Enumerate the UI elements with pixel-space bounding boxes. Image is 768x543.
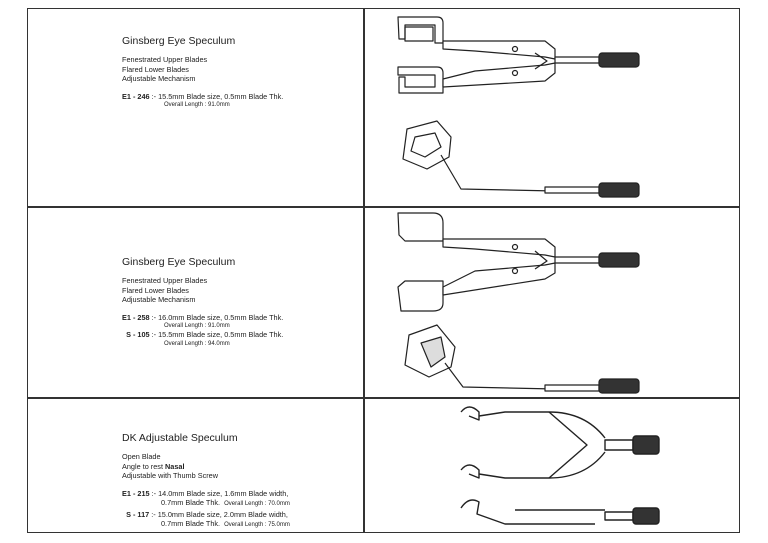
- side-view-window: [411, 133, 441, 157]
- product-panel-1: Ginsberg Eye Speculum Fenestrated Upper …: [28, 9, 363, 206]
- overall-length: Overall Length : 75.0mm: [224, 522, 290, 528]
- lower-arm: [443, 263, 555, 295]
- product-code: S - 105: [126, 330, 150, 339]
- spec-line: 0.7mm Blade Thk. Overall Length : 70.0mm: [122, 498, 290, 510]
- spec-line: S - 117 :- 15.0mm Blade size, 2.0mm Blad…: [122, 510, 290, 520]
- lower-blade-shape: [398, 281, 443, 311]
- thumb-screw-knob: [599, 379, 639, 393]
- feature-line: Adjustable with Thumb Screw: [122, 471, 218, 480]
- column-divider: [363, 9, 365, 532]
- product-text-1: Ginsberg Eye Speculum Fenestrated Upper …: [122, 35, 283, 109]
- product-panel-3: DK Adjustable Speculum Open Blade Angle …: [28, 398, 363, 534]
- row-divider: [28, 206, 739, 208]
- angle-value: Nasal: [165, 461, 185, 471]
- adjust-link: [535, 251, 547, 269]
- upper-arm: [443, 41, 555, 59]
- pivot: [513, 269, 518, 274]
- spring-frame: [549, 412, 587, 478]
- side-view-rod: [545, 385, 599, 391]
- side-view-blade: [403, 121, 451, 169]
- overall-length: Overall Length : 91.0mm: [164, 102, 230, 108]
- overall-length: Overall Length : 94.0mm: [164, 340, 230, 347]
- product-title: Ginsberg Eye Speculum: [122, 35, 236, 47]
- catalog-sheet: Ginsberg Eye Speculum Fenestrated Upper …: [27, 8, 740, 533]
- thumb-screw-knob: [599, 53, 639, 67]
- thumb-screw-knob: [599, 183, 639, 197]
- product-panel-2: Ginsberg Eye Speculum Fenestrated Upper …: [28, 207, 363, 397]
- upper-blade-shape: [398, 17, 443, 43]
- spec-description: :- 15.5mm Blade size, 0.5mm Blade Thk.: [151, 330, 284, 339]
- spec-description: :- 16.0mm Blade size, 0.5mm Blade Thk.: [151, 312, 284, 322]
- upper-blade-shape: [398, 213, 443, 241]
- spec-description: 0.7mm Blade Thk.: [161, 498, 221, 507]
- spec-description: :- 15.0mm Blade size, 2.0mm Blade width,: [151, 509, 288, 519]
- thumb-screw-knob: [633, 508, 659, 524]
- screw-shaft: [555, 257, 599, 263]
- spec-description: 0.7mm Blade Thk.: [161, 519, 221, 528]
- screw-shaft: [555, 57, 599, 63]
- overall-length: Overall Length : 70.0mm: [224, 501, 290, 507]
- product-title: Ginsberg Eye Speculum: [122, 256, 236, 268]
- row-divider: [28, 397, 739, 399]
- lower-wire-arm: [479, 452, 605, 478]
- overall-length: Overall Length : 91.0mm: [164, 323, 230, 329]
- product-code: E1 - 215: [122, 488, 150, 498]
- angle-label: Angle to rest: [122, 461, 165, 471]
- product-text-3: DK Adjustable Speculum Open Blade Angle …: [122, 432, 290, 531]
- product-code: E1 - 258: [122, 312, 150, 322]
- product-code: E1 - 246: [122, 91, 150, 101]
- upper-arm: [443, 239, 555, 257]
- lower-blade-shape: [398, 67, 443, 93]
- feature-line: Flared Lower Blades: [122, 64, 189, 74]
- spec-description: :- 14.0mm Blade size, 1.6mm Blade width,: [151, 488, 289, 498]
- feature-line: Fenestrated Upper Blades: [122, 55, 208, 64]
- thumb-screw-knob: [633, 436, 659, 454]
- side-view-window: [421, 337, 445, 367]
- spec-description: :- 15.5mm Blade size, 0.5mm Blade Thk.: [151, 91, 284, 101]
- screw-shaft: [605, 512, 633, 520]
- feature-line: Flared Lower Blades: [122, 285, 189, 295]
- thumb-screw-knob: [599, 253, 639, 267]
- product-text-2: Ginsberg Eye Speculum Fenestrated Upper …: [122, 256, 283, 348]
- upper-wire-arm: [479, 412, 605, 438]
- side-view-shaft: [441, 155, 555, 191]
- side-view-open-blade: [461, 500, 595, 524]
- side-view-rod: [545, 187, 599, 193]
- ginsberg-speculum-illustration-2: [365, 207, 739, 395]
- product-title: DK Adjustable Speculum: [122, 432, 238, 444]
- feature-line: Adjustable Mechanism: [122, 74, 196, 83]
- side-view-shaft: [445, 363, 555, 389]
- lower-arm: [443, 63, 555, 87]
- screw-shaft: [605, 440, 633, 450]
- dk-adjustable-speculum-illustration: [365, 398, 739, 532]
- spec-line: 0.7mm Blade Thk. Overall Length : 75.0mm: [122, 519, 290, 531]
- upper-open-blade: [461, 407, 479, 420]
- feature-line: Angle to rest Nasal: [122, 462, 290, 472]
- pivot: [513, 47, 518, 52]
- spec-line: E1 - 246 :- 15.5mm Blade size, 0.5mm Bla…: [122, 92, 283, 102]
- spec-line: E1 - 258 :- 16.0mm Blade size, 0.5mm Bla…: [122, 313, 283, 323]
- feature-line: Open Blade: [122, 452, 161, 461]
- pivot: [513, 71, 518, 76]
- feature-line: Fenestrated Upper Blades: [122, 276, 208, 285]
- feature-line: Adjustable Mechanism: [122, 295, 196, 304]
- blade-window: [405, 27, 433, 41]
- lower-open-blade: [461, 465, 479, 478]
- pivot: [513, 245, 518, 250]
- product-code: S - 117: [126, 509, 150, 519]
- ginsberg-speculum-illustration: [365, 9, 739, 205]
- spec-line: E1 - 215 :- 14.0mm Blade size, 1.6mm Bla…: [122, 489, 290, 499]
- spec-line: S - 105 :- 15.5mm Blade size, 0.5mm Blad…: [122, 330, 283, 340]
- adjust-link: [535, 53, 547, 69]
